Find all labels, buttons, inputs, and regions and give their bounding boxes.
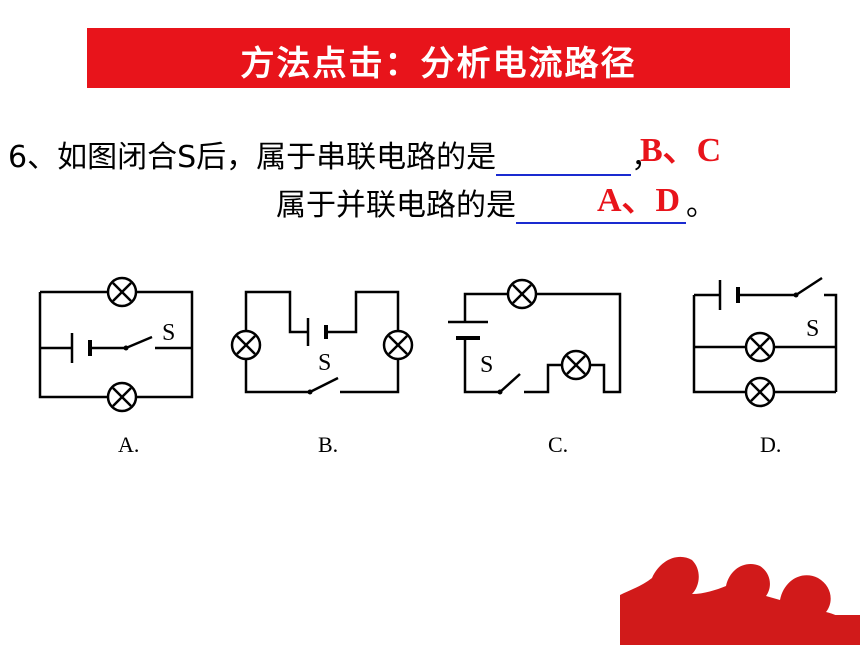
series-answer-blank [496, 144, 632, 176]
study-group-decoration [620, 556, 860, 645]
switch-label-b: S [318, 350, 332, 376]
caption-b: B. [318, 432, 339, 457]
series-answer: B、C [640, 132, 722, 169]
parallel-answer: A、D [597, 182, 681, 219]
switch-label-d: S [806, 316, 820, 342]
question-text-2: 属于并联电路的是 [276, 188, 516, 223]
caption-a: A. [118, 432, 140, 457]
caption-d: D. [760, 432, 782, 457]
switch-label-a: S [162, 320, 176, 346]
comma: ， [631, 140, 662, 175]
caption-c: C. [548, 432, 569, 457]
circuit-a [38, 276, 194, 413]
switch-label-c: S [480, 352, 494, 378]
period: 。 [686, 188, 716, 223]
title-banner: 方法点击：分析电流路径 [87, 28, 790, 88]
circuit-d [692, 276, 838, 408]
question-line-2: 属于并联电路的是 。 [276, 180, 716, 224]
circuit-b [230, 290, 414, 394]
question-text-1: 6、如图闭合S后，属于串联电路的是 [8, 140, 497, 175]
banner-title: 方法点击：分析电流路径 [240, 44, 637, 84]
question-line-1: 6、如图闭合S后，属于串联电路的是 ， [8, 132, 661, 176]
circuit-c [448, 278, 622, 394]
parallel-answer-blank [516, 192, 686, 224]
